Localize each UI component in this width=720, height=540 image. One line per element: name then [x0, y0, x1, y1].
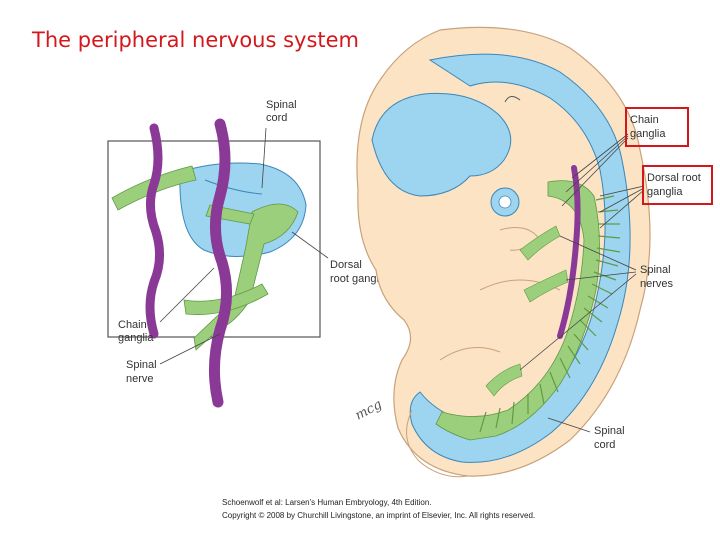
inset-panel	[107, 118, 321, 408]
credit-line-1: Schoenwolf et al: Larsen's Human Embryol…	[222, 498, 432, 507]
highlight-chain-ganglia	[625, 107, 689, 147]
label-spinal-nerves-2: nerves	[640, 278, 674, 290]
credit-line-2: Copyright © 2008 by Churchill Livingston…	[222, 511, 535, 520]
label-spinal-nerve: Spinal	[126, 359, 157, 371]
label-dorsal-root-ganglion: Dorsal	[330, 259, 362, 271]
label-spinal-nerve-2: nerve	[126, 373, 154, 385]
highlight-dorsal-root-ganglia	[642, 165, 713, 205]
inset-chain-ganglia-left	[145, 123, 164, 339]
label-dorsal-root-ganglia-2: ganglia	[647, 186, 683, 198]
embryo	[356, 26, 651, 478]
label-spinal-nerves: Spinal	[640, 264, 671, 276]
label-spinal-cord: Spinal	[594, 425, 625, 437]
label-spinal-cord-2: cord	[594, 439, 615, 451]
slide-title: The peripheral nervous system	[32, 28, 360, 52]
embryo-neural-crest-derivatives	[435, 180, 600, 441]
artist-signature: mcg	[353, 397, 385, 423]
label-dorsal-root-ganglia: Dorsal root	[647, 172, 701, 184]
label-spinal-cord-inset: Spinal	[266, 99, 297, 111]
inset-leaders	[159, 127, 329, 365]
label-chain-ganglia-2: ganglia	[630, 128, 666, 140]
embryo-chain-ganglia	[557, 165, 581, 339]
inset-chain-ganglia-right	[208, 118, 233, 408]
label-chain-ganglia-inset: Chain	[118, 319, 147, 331]
label-spinal-cord-inset-2: cord	[266, 112, 287, 124]
embryo-leaders	[519, 133, 645, 433]
embryo-brain	[371, 92, 512, 197]
label-chain-ganglia: Chain	[630, 114, 659, 126]
embryo-spinal-nerves	[479, 195, 621, 433]
label-chain-ganglia-inset-2: ganglia	[118, 332, 154, 344]
